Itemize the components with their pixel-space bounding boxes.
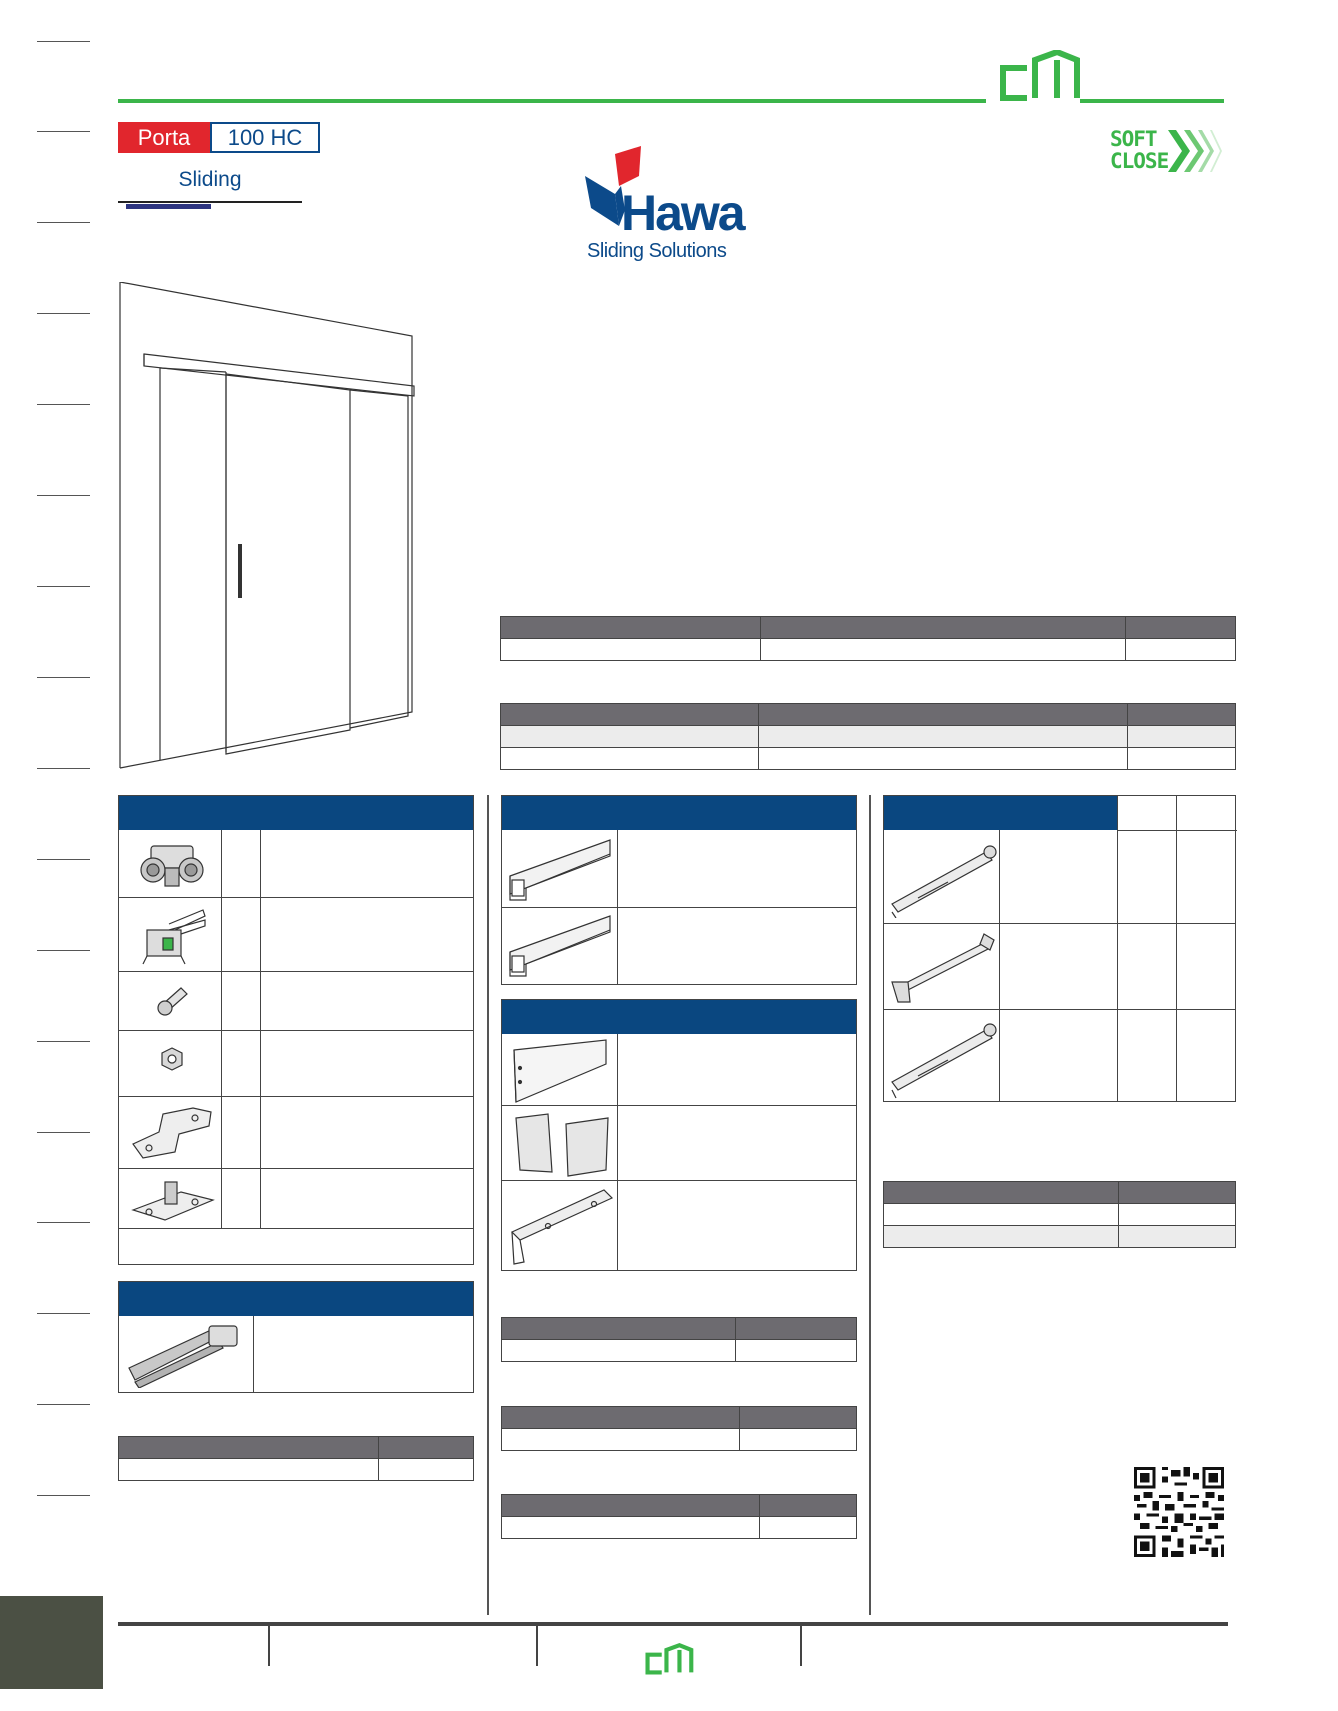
spec-table-a [500,616,1236,661]
door-illustration [118,282,418,772]
spec-table-c [118,1436,474,1481]
margin-tick [37,41,90,42]
soft-close-activator-icon [891,933,995,1003]
wall-bracket-icon [510,1189,614,1265]
qr-code-icon [1134,1467,1224,1557]
header-rule-left [118,99,986,103]
footer-divider [536,1626,538,1666]
margin-tick [37,495,90,496]
spec-table-g [883,1181,1236,1248]
soft-close-damper-icon [891,845,997,918]
door-clip-icon [142,909,206,965]
margin-tick [37,586,90,587]
header-rule-right [1080,99,1224,103]
panel-row [119,1096,473,1097]
page-corner-block [0,1596,103,1689]
hardware-panel [118,795,474,1265]
margin-tick [37,404,90,405]
tool-panel [118,1281,474,1393]
end-cap-icon [515,1113,609,1177]
panel-divider [260,830,261,1228]
margin-tick [37,131,90,132]
margin-tick [37,313,90,314]
soft-close-line1: SOFT [1110,127,1158,151]
hawa-mark-icon [585,146,641,226]
spec-table-d [501,1317,857,1362]
margin-tick [37,222,90,223]
panel-row [119,1168,473,1169]
footer-divider [268,1626,270,1666]
category-label: Sliding [178,168,242,191]
panel-header [502,796,856,830]
cm-logo-footer-icon [644,1643,696,1677]
nut-icon [161,1047,183,1071]
hawa-logo: Hawa Sliding Solutions [585,146,765,262]
panel-row [884,1009,1235,1010]
panel-row [119,897,473,898]
track-profile-long-icon [509,915,611,977]
footer-divider [800,1626,802,1666]
bolt-icon [157,987,188,1016]
panel-row [119,971,473,972]
soft-close-panel [883,795,1237,1102]
panel-header [884,796,1117,830]
panel-header [502,1000,856,1034]
spec-table-b [500,703,1236,770]
margin-tick [37,1132,90,1133]
panel-divider [617,1034,618,1270]
panel-row [502,907,856,908]
soft-close-arrows-icon [1166,128,1222,174]
margin-tick [37,1041,90,1042]
margin-tick [37,1222,90,1223]
track-panel [501,795,857,985]
mounting-tool-icon [128,1325,238,1388]
category-rule [118,201,302,203]
margin-tick [37,1404,90,1405]
spec-table-e [501,1406,857,1451]
panel-row [119,1030,473,1031]
margin-tick [37,677,90,678]
panel-row [884,923,1235,924]
mounting-bracket-icon [132,1107,212,1159]
floor-guide-icon [131,1181,215,1221]
margin-tick [37,950,90,951]
footer-rule [118,1622,1228,1626]
panel-row [1117,830,1237,831]
cover-profile-icon [513,1039,607,1103]
product-model: 100 HC [210,122,320,153]
column-divider [869,795,871,1615]
soft-close-damper-alt-icon [891,1023,997,1099]
panel-divider [221,830,222,1228]
product-name: Porta [118,122,210,153]
soft-close-line2: CLOSE [1110,149,1169,173]
panel-row [119,1228,473,1229]
roller-carriage-icon [140,845,204,887]
panel-divider [999,830,1000,1101]
track-profile-icon [509,839,611,901]
column-divider [487,795,489,1615]
spec-table-f [501,1494,857,1539]
margin-tick [37,859,90,860]
margin-tick [37,768,90,769]
cover-panel [501,999,857,1271]
cm-logo-icon [997,50,1085,104]
margin-tick [37,1313,90,1314]
panel-row [502,1105,856,1106]
panel-header [119,796,473,830]
margin-tick [37,1495,90,1496]
panel-divider [1176,796,1177,1101]
category-rule-accent [126,204,211,209]
panel-divider [253,1316,254,1392]
panel-divider [1117,796,1118,1101]
hawa-wordmark: Hawa [621,185,746,241]
product-badge: Porta 100 HC [118,122,320,153]
soft-close-badge: SOFT CLOSE [1110,128,1222,174]
panel-header [119,1282,473,1316]
panel-row [502,1180,856,1181]
hawa-tagline: Sliding Solutions [587,240,727,262]
